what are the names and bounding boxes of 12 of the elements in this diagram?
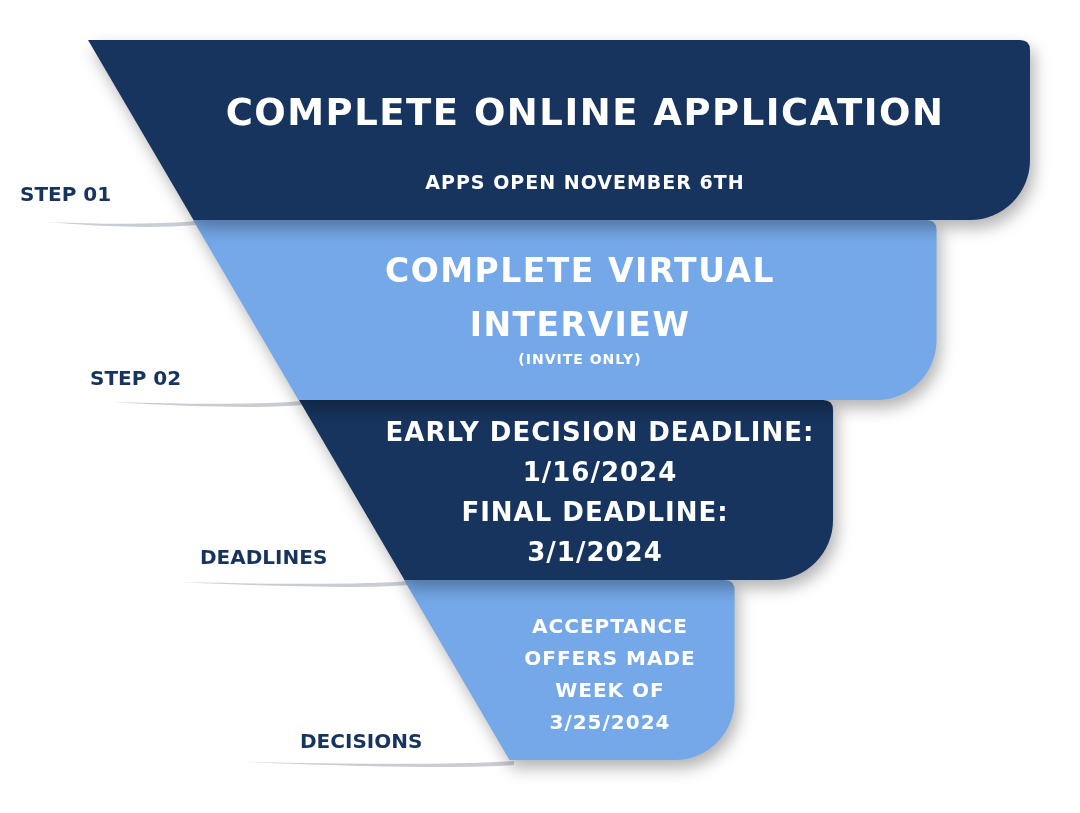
step-title: COMPLETE VIRTUAL INTERVIEW [383,250,776,346]
step-label: STEP 02 [90,366,182,390]
step-detail: FINAL DEADLINE: 3/1/2024 [460,496,730,569]
step-detail: APPS OPEN NOVEMBER 6TH [424,170,746,195]
step-title: ACCEPTANCE OFFERS MADE WEEK OF 3/25/2024 [523,613,697,736]
step-label: DECISIONS [300,729,423,753]
step-label: STEP 01 [20,182,112,206]
step-label: DEADLINES [200,545,328,569]
funnel-band [193,220,937,400]
step-title: EARLY DECISION DEADLINE: 1/16/2024 [384,416,816,489]
step-title: COMPLETE ONLINE APPLICATION [224,90,946,136]
step-detail: (INVITE ONLY) [517,350,643,369]
